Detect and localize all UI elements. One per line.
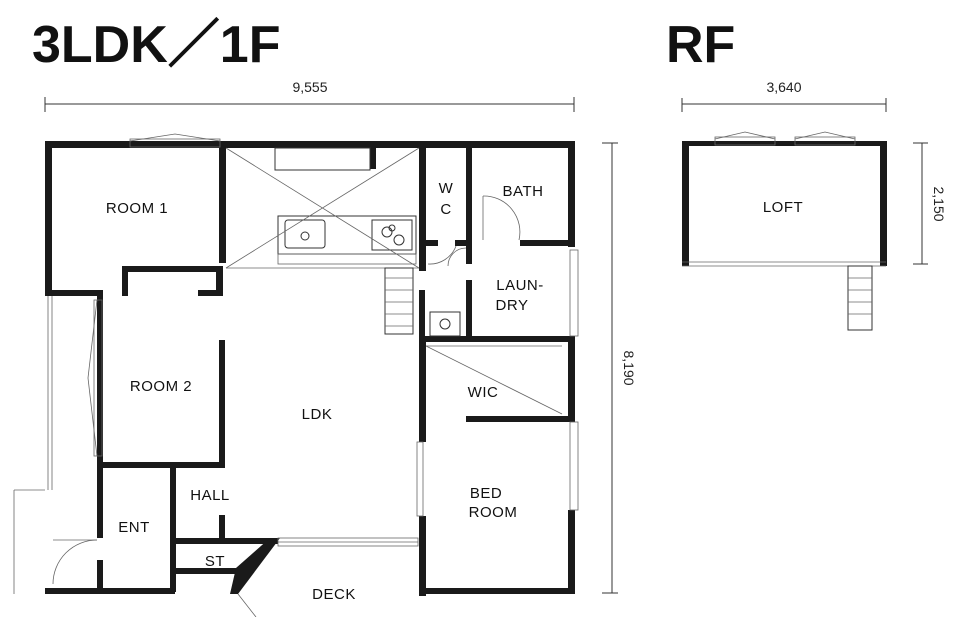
hall-label: HALL <box>190 487 230 504</box>
room1-label: ROOM 1 <box>106 200 168 217</box>
roof-depth-label: 2,150 <box>931 186 947 221</box>
wc-label-line2: C <box>440 201 451 218</box>
bath-label: BATH <box>503 183 544 200</box>
room2-label: ROOM 2 <box>130 378 192 395</box>
floor-1-title: 3LDK／1F <box>32 16 280 74</box>
deck-label: DECK <box>312 586 356 603</box>
floor-1-depth-dimension: 8,190 <box>602 142 637 594</box>
floor-1-width-dimension: 9,555 <box>44 79 575 112</box>
st-label: ST <box>205 553 225 570</box>
roof-depth-dimension: 2,150 <box>913 142 947 265</box>
roof-width-label: 3,640 <box>766 79 801 95</box>
bedroom-label-line1: BED <box>470 485 502 502</box>
floor-1-fixtures <box>13 133 579 617</box>
laundry-label-line1: LAUN- <box>496 277 544 294</box>
wic-label: WIC <box>468 384 499 401</box>
bedroom-label-line2: ROOM <box>469 504 518 521</box>
floor-1-depth-label: 8,190 <box>621 350 637 385</box>
laundry-label-line2: DRY <box>496 297 529 314</box>
ent-label: ENT <box>118 519 150 536</box>
loft-label: LOFT <box>763 199 803 216</box>
wc-label-line1: W <box>439 180 454 197</box>
roof-title: RF <box>666 16 735 74</box>
floor-1-width-label: 9,555 <box>292 79 327 95</box>
loft-walls <box>682 131 887 331</box>
roof-width-dimension: 3,640 <box>681 79 887 112</box>
floor-1-walls <box>45 141 575 596</box>
ldk-label: LDK <box>302 406 333 423</box>
